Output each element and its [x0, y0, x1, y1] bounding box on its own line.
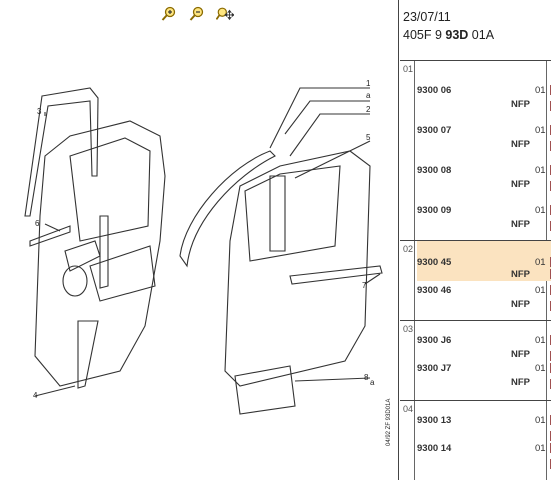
qty: 01	[535, 335, 546, 346]
callout-1: 1	[366, 79, 371, 88]
left-door-window-frame	[69, 137, 151, 242]
part-ref: 9300 13	[417, 415, 452, 426]
callout-5: 5	[366, 133, 371, 142]
callout-a: a	[366, 91, 371, 100]
parts-group-03: 03 9300 J6 NFP 01 9300 J7 NFP 01	[400, 321, 551, 401]
right-door-trim-strip	[289, 265, 383, 285]
callout-7: 7	[362, 281, 367, 290]
lower-seal-strip	[77, 320, 99, 389]
group-number: 03	[403, 324, 414, 334]
callout-8a: a	[370, 378, 375, 387]
qty: 01	[535, 165, 546, 176]
magnifier-minus-icon	[189, 6, 204, 21]
part-ref: 9300 07	[417, 125, 452, 136]
group-number: 01	[403, 64, 414, 74]
nfp-label: NFP	[511, 219, 530, 230]
nfp-label: NFP	[511, 299, 530, 310]
diagram-code: 04/92 ZF 93D01A	[386, 399, 392, 446]
header-date: 23/07/11	[403, 10, 451, 24]
zoom-in-button[interactable]	[160, 6, 178, 22]
qty: 01	[535, 285, 546, 296]
qty: 01	[535, 443, 546, 454]
qty: 01	[535, 415, 546, 426]
table-row[interactable]: 9300 J7 NFP 01	[417, 357, 551, 397]
part-ref: 9300 14	[417, 443, 452, 454]
qty: 01	[535, 363, 546, 374]
table-row[interactable]: 9300 14 01	[417, 437, 551, 477]
diagram-toolbar	[160, 6, 234, 22]
magnifier-move-icon	[216, 7, 234, 21]
part-ref: 9300 46	[417, 285, 452, 296]
part-ref: 9300 45	[417, 257, 452, 268]
group-number: 02	[403, 244, 414, 254]
clip-bag	[234, 365, 296, 415]
part-ref: 9300 08	[417, 165, 452, 176]
table-row[interactable]: 9300 06 NFP 01	[417, 79, 551, 119]
header-code: 405F 9 93D 01A	[403, 28, 495, 42]
qty: 01	[535, 85, 546, 96]
parts-group-01: 01 9300 06 NFP 01 9300 07 NFP 01 9300 08…	[400, 61, 551, 241]
qty: 01	[535, 125, 546, 136]
part-ref: 9300 J7	[417, 363, 452, 374]
parts-header: 23/07/11 405F 9 93D 01A	[400, 0, 551, 61]
table-row[interactable]: 9300 08 NFP 01	[417, 159, 551, 199]
part-ref: 9300 06	[417, 85, 452, 96]
table-row[interactable]: 9300 09 NFP 01	[417, 199, 551, 239]
right-window-seal	[179, 150, 276, 268]
callout-2: 2	[366, 105, 371, 114]
callout-3: 3	[37, 107, 42, 116]
table-row-selected[interactable]: 9300 45 NFP 01	[417, 241, 551, 281]
callout-6: 6	[35, 219, 40, 228]
group-number: 04	[403, 404, 414, 414]
left-door-sill-strip	[29, 225, 71, 247]
magnifier-plus-icon	[161, 6, 176, 21]
zoom-out-button[interactable]	[188, 6, 206, 22]
left-window-seal	[24, 87, 99, 217]
nfp-label: NFP	[511, 269, 530, 280]
left-door-panel	[34, 120, 166, 387]
table-row[interactable]: 9300 07 NFP 01	[417, 119, 551, 159]
nfp-label: NFP	[511, 179, 530, 190]
nfp-label: NFP	[511, 139, 530, 150]
parts-panel: 23/07/11 405F 9 93D 01A 01 9300 06 NFP 0…	[400, 0, 551, 480]
part-ref: 9300 J6	[417, 335, 452, 346]
parts-group-04: 04 9300 13 01 9300 14 01	[400, 401, 551, 480]
table-row[interactable]: 9300 46 NFP 01	[417, 279, 551, 319]
nfp-label: NFP	[511, 99, 530, 110]
right-door-window-frame	[244, 165, 341, 262]
qty: 01	[535, 257, 546, 268]
callout-8: 8	[364, 373, 369, 382]
qty: 01	[535, 205, 546, 216]
pan-button[interactable]	[216, 6, 234, 22]
nfp-label: NFP	[511, 377, 530, 388]
right-door-panel	[224, 150, 371, 387]
diagram-panel: 1 a 2 3 5 6 7 4 8 a 04/92 ZF 93D01A	[24, 0, 399, 480]
callout-4: 4	[33, 391, 38, 400]
door-exploded-diagram: 1 a 2 3 5 6 7 4 8 a 04/92 ZF 93D01A	[24, 79, 392, 446]
nfp-label: NFP	[511, 349, 530, 360]
part-ref: 9300 09	[417, 205, 452, 216]
parts-group-02: 02 9300 45 NFP 01 9300 46 NFP 01	[400, 241, 551, 321]
